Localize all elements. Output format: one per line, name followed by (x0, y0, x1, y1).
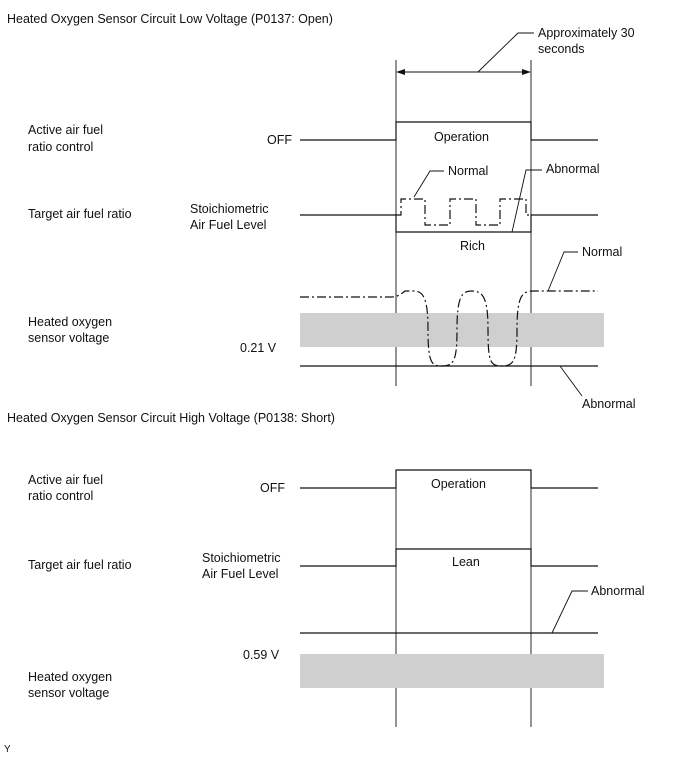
high-row2-label: Target air fuel ratio (28, 558, 132, 572)
high-row3-abnormal: Abnormal (591, 584, 645, 598)
high-row2-lean: Lean (452, 555, 480, 569)
high-row1-state: Operation (431, 477, 486, 491)
high-row2-signal (300, 548, 598, 567)
high-row1-signal (300, 469, 598, 489)
duration-leader (477, 32, 534, 73)
high-row3-label-line1: Heated oxygen (28, 670, 112, 684)
duration-arrow-left-head (396, 69, 405, 75)
low-row3-abnormal-leader (559, 365, 583, 397)
high-row2-level-line1: Stoichiometric (202, 551, 281, 565)
low-row1-label-line2: ratio control (28, 140, 93, 154)
high-row3-voltage: 0.59 V (243, 648, 280, 662)
low-row1-state: Operation (434, 130, 489, 144)
low-row2-normal: Normal (448, 164, 488, 178)
low-row2-normal-leader (413, 170, 444, 198)
high-row1-off: OFF (260, 481, 285, 495)
low-row3-normal-signal (300, 290, 598, 367)
high-row2-level-line2: Air Fuel Level (202, 567, 278, 581)
low-row3-label-line1: Heated oxygen (28, 315, 112, 329)
high-section-title: Heated Oxygen Sensor Circuit High Voltag… (7, 411, 335, 425)
duration-label-line1: Approximately 30 (538, 26, 635, 40)
low-row3-normal-leader (547, 251, 578, 292)
low-row2-normal-signal (396, 198, 531, 226)
high-row3-label-line2: sensor voltage (28, 686, 109, 700)
low-row1-label-line1: Active air fuel (28, 123, 103, 137)
low-row1-off: OFF (267, 133, 292, 147)
low-section-title: Heated Oxygen Sensor Circuit Low Voltage… (7, 12, 333, 26)
low-row3-label-line2: sensor voltage (28, 331, 109, 345)
low-row2-level-line1: Stoichiometric (190, 202, 269, 216)
low-row3-band (300, 313, 604, 347)
low-row2-label: Target air fuel ratio (28, 207, 132, 221)
duration-arrow-right-head (522, 69, 531, 75)
low-row2-abnormal: Abnormal (546, 162, 600, 176)
high-row3-abnormal-leader (551, 590, 588, 634)
low-row2-abnormal-leader (511, 169, 542, 233)
high-row1-label-line2: ratio control (28, 489, 93, 503)
low-row3-voltage: 0.21 V (240, 341, 277, 355)
high-row3-band (300, 654, 604, 688)
high-row1-label-line1: Active air fuel (28, 473, 103, 487)
low-row2-abnormal-signal (300, 214, 598, 233)
duration-label-line2: seconds (538, 42, 585, 56)
figure-code: Y (4, 744, 11, 755)
low-row2-level-line2: Air Fuel Level (190, 218, 266, 232)
low-row3-abnormal: Abnormal (582, 397, 636, 411)
low-row2-rich: Rich (460, 239, 485, 253)
low-row3-normal: Normal (582, 245, 622, 259)
low-row1-signal (300, 121, 598, 141)
